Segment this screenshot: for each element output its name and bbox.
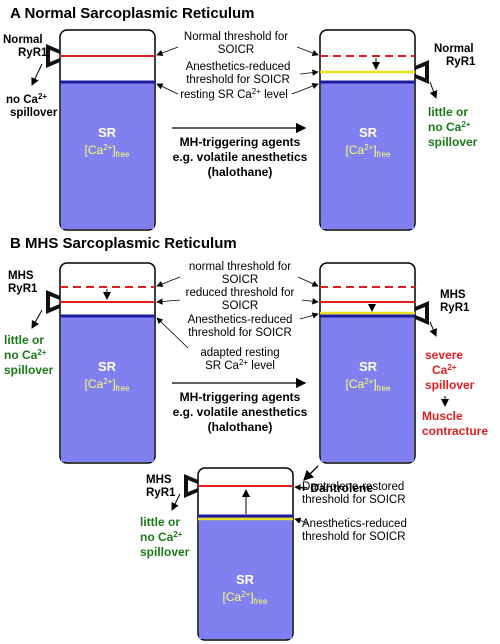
sr-label: SR [359,359,378,374]
ca-free-label: [Ca2+]free [346,143,391,159]
spillover-label: no Ca2+spillover [6,92,58,119]
sr-label: SR [236,572,255,587]
ca-free-label: [Ca2+]free [85,377,130,393]
panel-b-title: B MHS Sarcoplasmic Reticulum [10,235,237,252]
sr-label: SR [98,125,117,140]
tank-c: SR [Ca2+]free [197,467,294,641]
tank-a-left: SR [Ca2+]free [59,29,156,231]
ca-free-label: [Ca2+]free [85,143,130,159]
panel-a-title: A Normal Sarcoplasmic Reticulum [10,5,255,22]
tank-a-right: SR [Ca2+]free [319,29,416,231]
dantrolene-label: + Dantrolene [300,481,373,495]
sr-label: SR [359,125,378,140]
annot-resting-level: resting SR Ca2+ level [180,87,288,101]
ryr1-channel-icon [415,301,429,325]
sr-label: SR [98,359,117,374]
ca-free-label: [Ca2+]free [223,590,268,606]
tank-b-right: SR [Ca2+]free [319,262,416,464]
ryr1-channel-icon [415,60,429,84]
ryr1-channel-icon [184,474,198,498]
ryr1-channel-icon [46,290,60,314]
tank-b-left: SR [Ca2+]free [59,262,156,464]
ca-free-label: [Ca2+]free [346,377,391,393]
ryr1-channel-icon [46,44,60,68]
